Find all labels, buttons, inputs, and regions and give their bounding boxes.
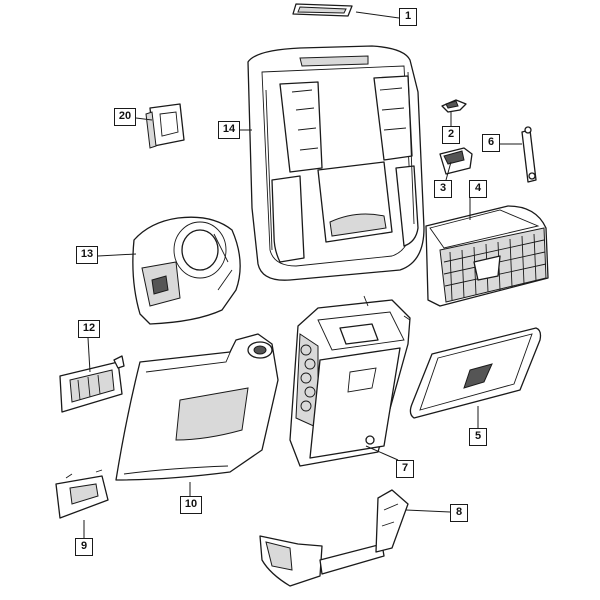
part-3-switch (439, 147, 473, 175)
callout-6: 6 (482, 134, 500, 152)
part-2-clip (441, 99, 467, 113)
callout-12: 12 (78, 320, 100, 338)
callout-13: 13 (76, 246, 98, 264)
part-6-bracket-rod (521, 126, 537, 183)
part-7-center-stack (289, 295, 411, 467)
part-20-square-switch (145, 103, 185, 149)
part-5-glovebox-door (409, 327, 542, 419)
callout-2: 2 (442, 126, 460, 144)
part-1-label-plate (292, 3, 353, 17)
callout-9: 9 (75, 538, 93, 556)
part-14-instrument-panel-bezel (247, 45, 425, 281)
callout-3: 3 (434, 180, 452, 198)
callout-8: 8 (450, 504, 468, 522)
callout-10: 10 (180, 496, 202, 514)
part-4-storage-bin (425, 205, 549, 307)
part-10-lower-panel (115, 333, 279, 481)
callout-5: 5 (469, 428, 487, 446)
part-9-cover (55, 469, 109, 519)
callout-14: 14 (218, 121, 240, 139)
part-8-lower-trim (259, 489, 409, 587)
callout-1: 1 (399, 8, 417, 26)
callout-20: 20 (114, 108, 136, 126)
leader-lines (83, 11, 522, 538)
part-12-vent-bezel (59, 355, 125, 413)
callout-4: 4 (469, 180, 487, 198)
part-13-column-shroud (132, 216, 241, 325)
callout-7: 7 (396, 460, 414, 478)
